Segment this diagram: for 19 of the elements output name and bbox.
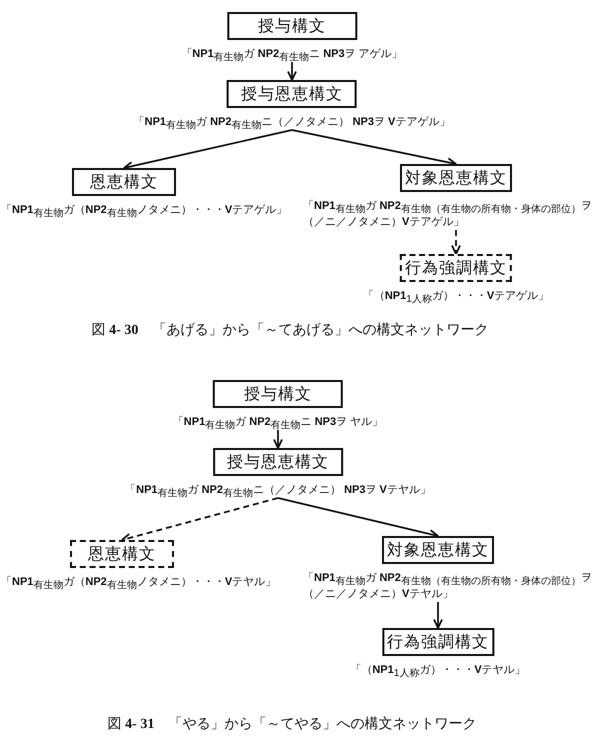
- figure-caption: 図 4- 30 「あげる」から「～てあげる」への構文ネットワーク: [92, 322, 488, 340]
- construction-box: 授与構文: [227, 12, 357, 40]
- arrow: [278, 497, 439, 539]
- dashed-arrow: [121, 497, 278, 543]
- construction-box: 授与恩恵構文: [227, 80, 357, 108]
- construction-box: 授与構文: [213, 380, 343, 408]
- arrow: [123, 129, 292, 171]
- construction-box: 対象恩恵構文: [382, 536, 494, 564]
- construction-box: 行為強調構文: [400, 254, 512, 282]
- construction-box: 対象恩恵構文: [400, 164, 512, 192]
- figure-caption: 図 4- 31 「やる」から「～てやる」への構文ネットワーク: [108, 716, 476, 734]
- construction-box: 恩恵構文: [70, 540, 174, 568]
- construction-box: 恩恵構文: [72, 168, 176, 196]
- arrow: [287, 62, 297, 81]
- construction-box: 行為強調構文: [382, 628, 494, 656]
- arrow: [273, 430, 283, 449]
- arrow: [433, 602, 443, 629]
- construction-box: 授与恩恵構文: [213, 448, 343, 476]
- dashed-arrow: [451, 230, 461, 255]
